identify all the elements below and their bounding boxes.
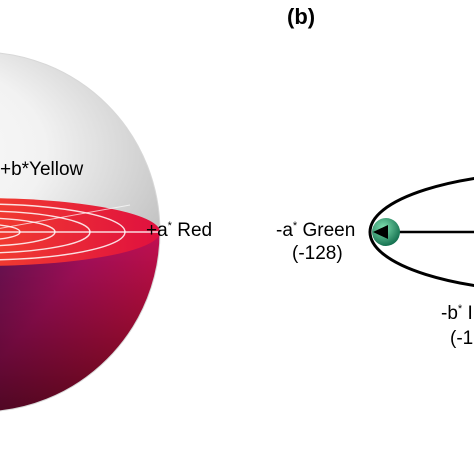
red-axis-superscript: * (167, 220, 172, 232)
sphere-equator-disk (0, 198, 160, 266)
chroma-ellipse (368, 176, 474, 288)
green-axis-superscript: * (292, 220, 298, 232)
sphere-outline (0, 52, 161, 412)
lab-sphere (0, 52, 160, 412)
blue-axis-name: I (462, 303, 473, 324)
red-axis-name: Red (171, 220, 213, 241)
blue-axis-superscript: * (457, 303, 463, 315)
green-axis-value: (-128) (292, 243, 343, 264)
blue-axis-sign: -b (441, 303, 458, 324)
red-axis-label: +a* Red (146, 220, 213, 241)
blue-axis-value: (-1 (450, 328, 474, 349)
red-axis-sign: +a (146, 220, 168, 241)
panel-label: (b) (287, 4, 316, 29)
blue-axis-label: -b* I (441, 303, 473, 324)
green-axis-label: -a* Green (276, 220, 356, 241)
yellow-axis-label: +b*Yellow (0, 159, 84, 180)
green-axis-sign: -a (276, 220, 293, 241)
green-axis-name: Green (297, 220, 356, 241)
chroma-ellipse-outline (368, 176, 474, 288)
disk-radial-line (0, 204, 131, 233)
arrowhead-icon (373, 225, 388, 239)
